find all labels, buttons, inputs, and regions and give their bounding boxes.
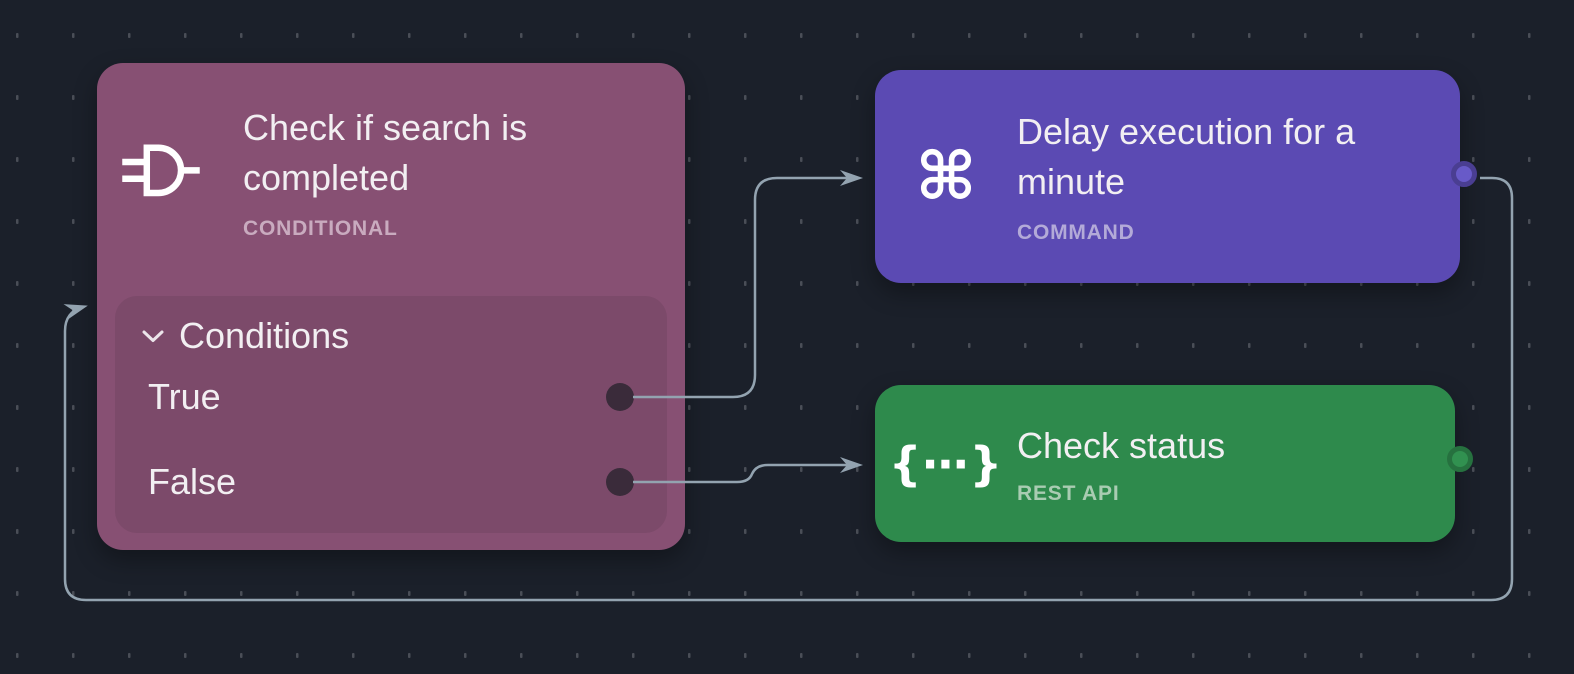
node-rest-api[interactable]: {⋯} Check status REST API <box>875 385 1473 542</box>
output-port-false[interactable] <box>606 468 634 496</box>
output-label-true: True <box>148 376 221 417</box>
node-title: Delay execution for a minute <box>1017 111 1356 202</box>
conditions-panel-label: Conditions <box>179 315 350 356</box>
node-title: Check status <box>1017 424 1226 466</box>
command-icon: ⌘ <box>915 137 977 215</box>
node-type-badge: COMMAND <box>1017 221 1135 244</box>
node-type-badge: REST API <box>1017 481 1120 505</box>
output-port-command[interactable] <box>1451 161 1477 187</box>
chevron-down-icon <box>142 330 164 342</box>
logic-gate-icon <box>122 144 200 197</box>
node-conditional[interactable]: Check if search is completed CONDITIONAL… <box>97 63 685 550</box>
braces-icon: {⋯} <box>888 436 1004 491</box>
conditions-panel-header[interactable]: Conditions <box>141 314 349 358</box>
conditions-panel: Conditions True False <box>115 296 667 533</box>
node-title: Check if search is completed <box>243 107 528 198</box>
node-type-badge: CONDITIONAL <box>243 217 398 240</box>
node-command[interactable]: ⌘ Delay execution for a minute COMMAND <box>875 70 1477 283</box>
output-port-true[interactable] <box>606 383 634 411</box>
output-port-rest-api[interactable] <box>1447 446 1473 472</box>
output-label-false: False <box>148 461 237 502</box>
